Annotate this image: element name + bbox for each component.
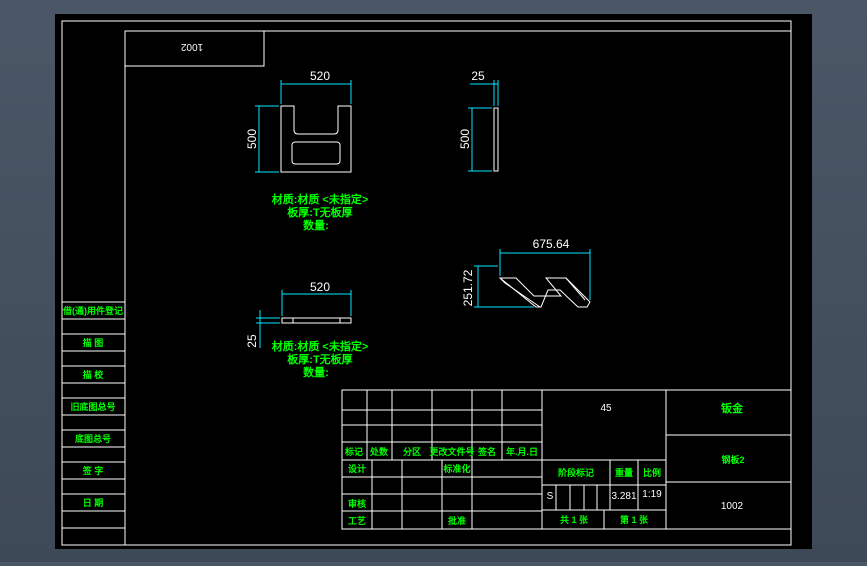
label-stage-mark: 阶段标记 (558, 467, 594, 478)
dim-top-thickness: 25 (245, 334, 259, 348)
hdr-zone: 分区 (403, 446, 421, 457)
label-design: 设计 (348, 463, 366, 474)
dim-top-width: 520 (310, 280, 330, 294)
stage-value: S (547, 491, 554, 502)
dim-iso-width: 675.64 (533, 237, 570, 251)
hdr-change-doc: 更改文件号 (429, 446, 474, 457)
hdr-date: 年.月.日 (506, 446, 538, 457)
sheets-total: 共 1 张 (560, 514, 589, 525)
material-name: 钣金 (721, 401, 744, 415)
mirrored-code: 1002 (180, 41, 203, 52)
label-review: 审核 (348, 498, 366, 509)
hdr-count: 处数 (369, 446, 389, 457)
center-value: 45 (600, 403, 612, 414)
strip-label: 底图总号 (75, 433, 111, 444)
strip-label: 日 期 (83, 497, 104, 508)
label-weight: 重量 (615, 467, 633, 478)
dim-iso-height: 251.72 (461, 269, 475, 306)
note-material: 材质:材质 <未指定> (272, 192, 369, 206)
strip-label: 旧底图总号 (70, 401, 115, 412)
code-box (124, 30, 265, 67)
note-thickness: 板厚:T无板厚 (287, 205, 352, 219)
paper (55, 14, 812, 549)
part-name: 钢板2 (721, 454, 744, 465)
drawing-number: 1002 (721, 501, 744, 512)
dim-front-height: 500 (245, 129, 259, 149)
top-view: 520 25 材质:材质 <未指定> 板厚:T无板厚 数量: (245, 280, 368, 379)
label-approve: 批准 (448, 515, 466, 526)
front-view: 520 500 材质:材质 <未指定> 板厚:T无板厚 数量: (245, 69, 368, 232)
note-quantity: 数量: (303, 218, 329, 232)
hdr-mark: 标记 (344, 446, 363, 457)
title-block: 标记 处数 分区 更改文件号 签名 年.月.日 设计 标准化 审核 工艺 批准 … (341, 389, 792, 530)
iso-view: 675.64 251.72 (461, 237, 591, 308)
label-process: 工艺 (348, 515, 366, 526)
dim-side-height: 500 (458, 129, 472, 149)
strip-label: 借(通)用件登记 (62, 305, 123, 316)
left-strip: 借(通)用件登记 描 图 描 校 旧底图总号 底图总号 签 字 日 期 (61, 301, 126, 529)
inner-frame (124, 30, 792, 546)
strip-label: 签 字 (82, 465, 104, 476)
dim-front-width: 520 (310, 69, 330, 83)
dim-side-thickness: 25 (471, 69, 485, 83)
label-scale: 比例 (643, 467, 661, 478)
hdr-sign: 签名 (477, 446, 496, 457)
note-quantity: 数量: (303, 365, 329, 379)
label-standardization: 标准化 (442, 463, 470, 474)
sheet-number: 第 1 张 (620, 514, 649, 525)
note-thickness: 板厚:T无板厚 (287, 352, 352, 366)
note-material: 材质:材质 <未指定> (272, 339, 369, 353)
side-view: 25 500 (458, 69, 499, 172)
strip-label: 描 图 (83, 337, 104, 348)
strip-label: 描 校 (83, 369, 105, 380)
weight-value: 3.281 (611, 491, 636, 502)
scale-value: 1:19 (642, 489, 662, 500)
